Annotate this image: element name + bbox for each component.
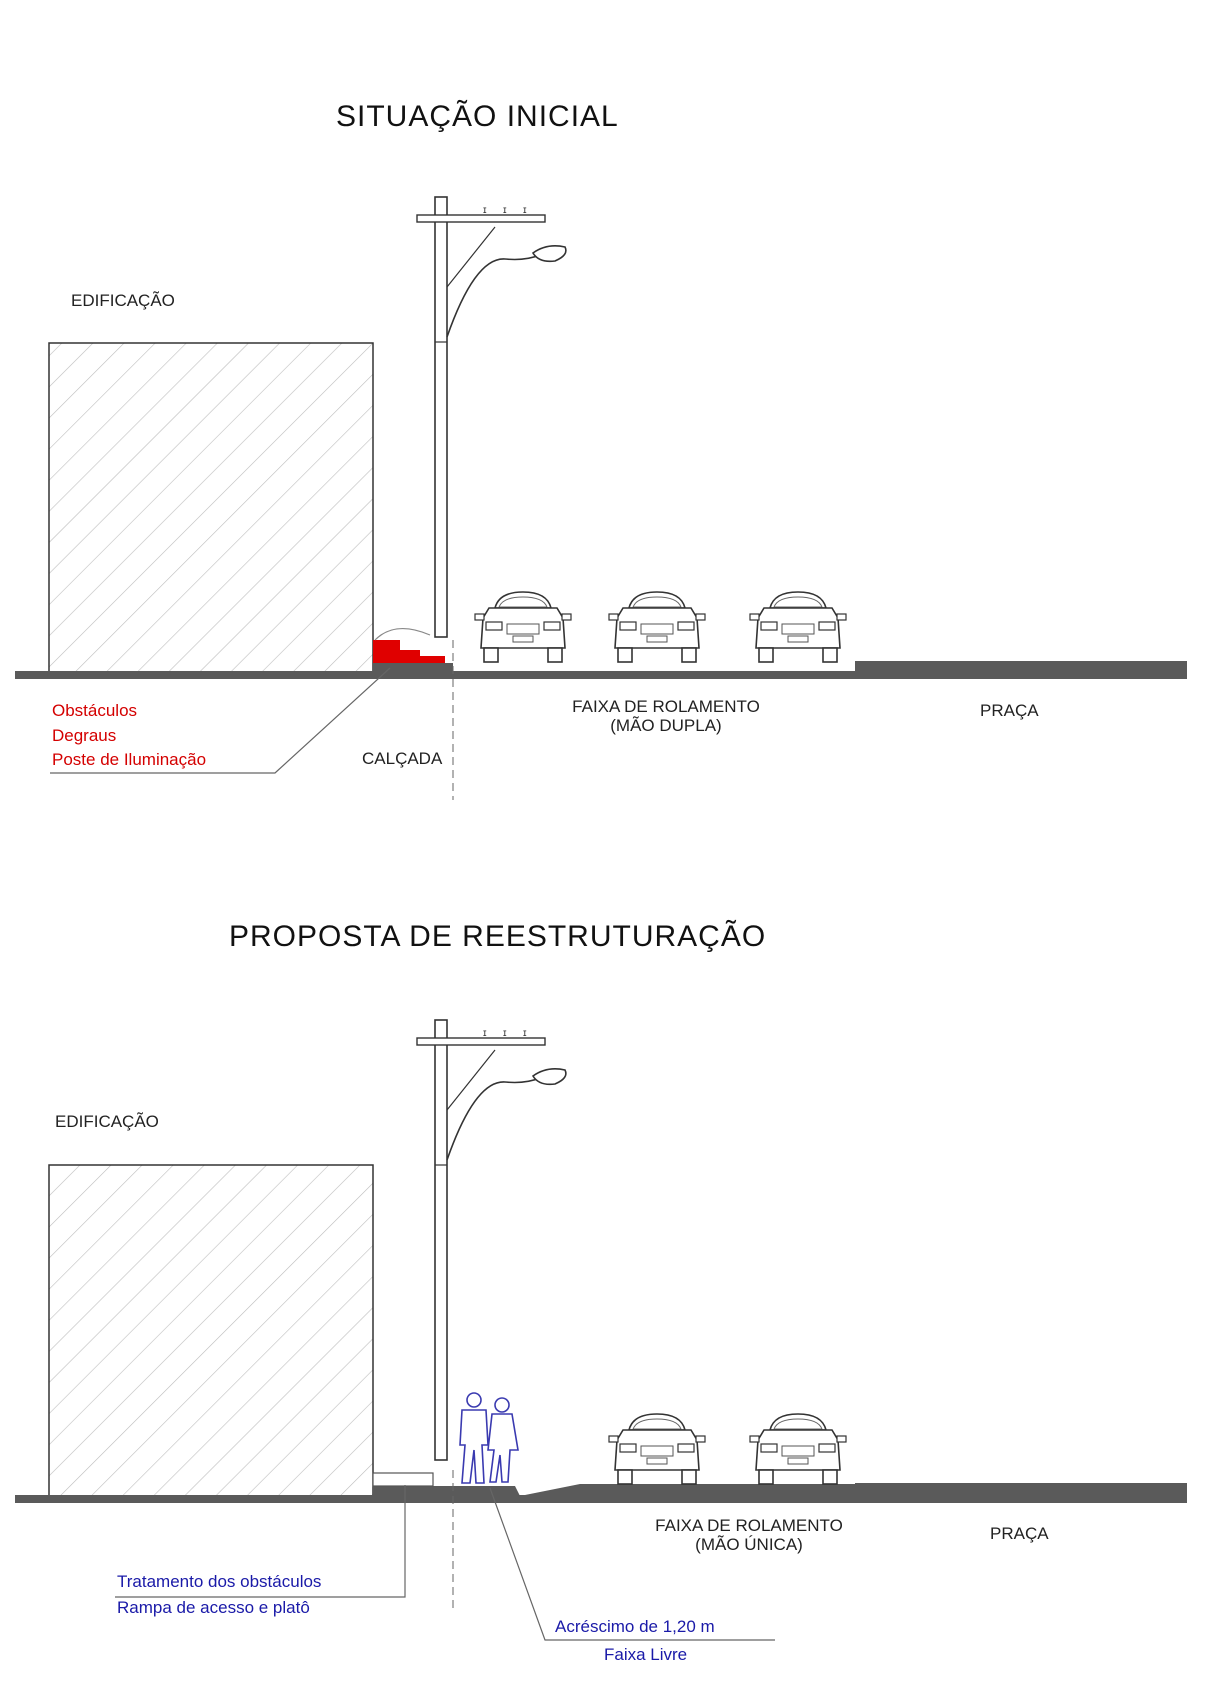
increase-leader: [489, 1487, 775, 1641]
obstacle-leader: [50, 667, 391, 774]
obstacle-label-1: Obstáculos: [52, 701, 138, 720]
obstacle-label-3: Poste de Iluminação: [52, 750, 207, 769]
car-1-bottom: [608, 1413, 706, 1485]
building-label-top: EDIFICAÇÃO: [71, 291, 175, 310]
square-label-bottom: PRAÇA: [990, 1524, 1049, 1543]
treatment-leader: [115, 1485, 406, 1598]
square-ground-bottom: [855, 1483, 1187, 1496]
car-2-top: [608, 591, 706, 663]
car-3-top: [749, 591, 847, 663]
road-label-top-2: (MÃO DUPLA): [610, 716, 722, 735]
obstacle-curve: [374, 628, 431, 641]
light-pole-top: [416, 196, 567, 638]
road-label-bottom-2: (MÃO ÚNICA): [695, 1535, 803, 1554]
ground-bottom: [15, 1495, 1187, 1503]
car-1-top: [474, 591, 572, 663]
obstacle-steps: [373, 640, 445, 663]
title-bottom: PROPOSTA DE REESTRUTURAÇÃO: [229, 920, 767, 953]
building-top: [48, 342, 374, 674]
title-top: SITUAÇÃO INICIAL: [336, 100, 619, 133]
treatment-label-1: Tratamento dos obstáculos: [117, 1572, 322, 1591]
sidewalk-label: CALÇADA: [362, 749, 443, 768]
ramp-plateau: [372, 1472, 434, 1487]
pedestrians: [459, 1392, 519, 1484]
square-label-top: PRAÇA: [980, 701, 1039, 720]
road-label-top-1: FAIXA DE ROLAMENTO: [572, 697, 760, 716]
treatment-label-2: Rampa de acesso e platô: [117, 1598, 310, 1617]
road-label-bottom-1: FAIXA DE ROLAMENTO: [655, 1516, 843, 1535]
widened-sidewalk: [373, 1486, 520, 1496]
car-2-bottom: [749, 1413, 847, 1485]
building-label-bottom: EDIFICAÇÃO: [55, 1112, 159, 1131]
obstacle-label-2: Degraus: [52, 726, 117, 745]
increase-label-2: Faixa Livre: [604, 1645, 688, 1664]
light-pole-bottom: [416, 1019, 567, 1461]
increase-label-1: Acréscimo de 1,20 m: [555, 1617, 715, 1636]
building-bottom: [48, 1164, 374, 1501]
road-slope-bottom: [520, 1484, 855, 1496]
sidewalk-top: [373, 663, 453, 672]
square-ground-top: [855, 661, 1187, 672]
ground-top: [15, 671, 1187, 679]
